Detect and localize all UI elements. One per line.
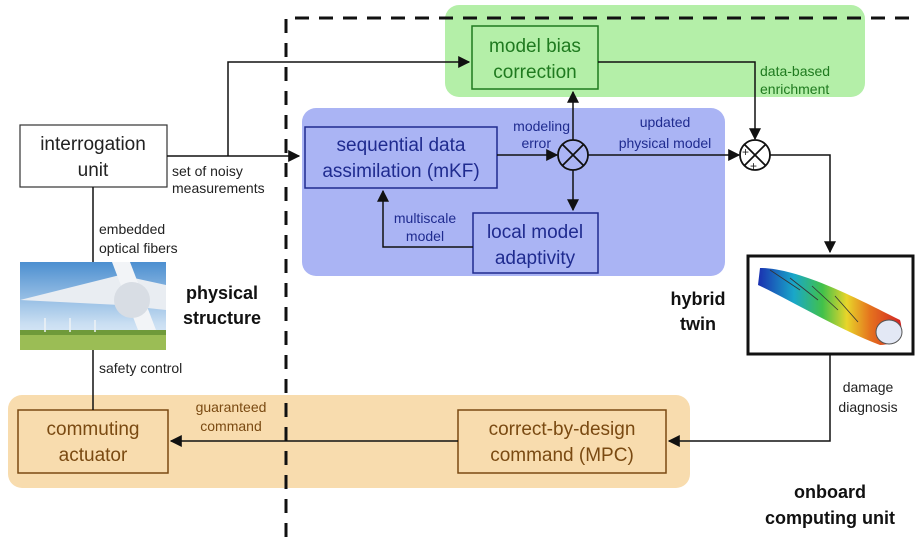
updated-label-1: updated [640,114,691,130]
sda-box [304,126,498,189]
guaranteed-label-1: guaranteed [196,399,267,415]
onboard-boundary [284,16,918,537]
sda-text-1: sequential data [337,135,466,156]
local-model-text-1: local model [487,222,583,243]
local-model-text-2: adaptivity [495,248,576,269]
local-model-box [472,212,599,274]
interrogation-text-2: unit [78,160,109,181]
arrow-local-to-sda [377,189,473,248]
plus-bottom: + [750,159,757,173]
model-bias-text-2: correction [493,62,576,83]
arrow-bias-to-enrichment [598,61,761,141]
data-based-label-2: enrichment [760,81,829,97]
blade-simulation-image [746,254,915,356]
multiscale-label-2: model [406,228,444,244]
modeling-error-label-2: error [521,135,551,151]
onboard-title-2: computing unit [765,508,895,528]
sda-text-2: assimilation (mKF) [322,161,479,182]
noisy-label-1: set of noisy [172,163,243,179]
blue-region [302,108,725,276]
hybrid-twin-title-1: hybrid [670,289,725,309]
noisy-label-2: measurements [172,180,265,196]
physical-structure-title-2: structure [183,308,261,328]
damage-label-2: diagnosis [838,399,897,415]
arrow-to-model-bias [227,56,471,156]
damage-label-1: damage [843,379,894,395]
plus-top: + [742,145,749,159]
onboard-title-1: onboard [794,482,866,502]
updated-label-2: physical model [619,135,712,151]
hybrid-twin-title-2: twin [680,314,716,334]
green-region [445,5,865,97]
interrogation-text-1: interrogation [40,134,146,155]
cbd-text-1: correct-by-design [489,419,636,440]
embedded-label-2: optical fibers [99,240,178,256]
data-based-label-1: data-based [760,63,830,79]
wind-turbine-photo [20,262,166,350]
guaranteed-label-2: command [200,418,261,434]
cbd-text-2: command (MPC) [490,445,634,466]
actuator-text-1: commuting [47,419,140,440]
model-bias-box [471,25,599,90]
model-bias-text-1: model bias [489,36,581,57]
safety-control-label: safety control [99,360,182,376]
modeling-error-label-1: modeling [513,118,570,134]
multiscale-label-1: multiscale [394,210,456,226]
embedded-label-1: embedded [99,221,165,237]
physical-structure-title-1: physical [186,283,258,303]
actuator-text-2: actuator [59,445,128,466]
arrow-enrichment-to-twin [770,154,836,254]
arrow-twin-to-mpc [667,354,831,447]
